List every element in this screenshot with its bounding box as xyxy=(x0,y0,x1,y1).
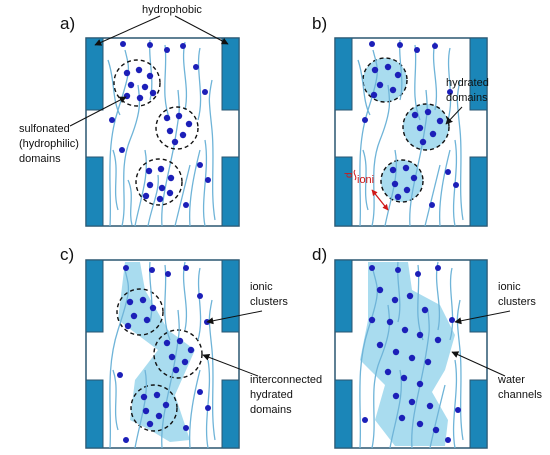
ionic-label-d: ionic xyxy=(498,281,521,293)
hydrophobic-block xyxy=(85,37,104,111)
hydrophobic-block xyxy=(334,379,353,449)
sulfonated-label: sulfonated xyxy=(19,123,70,135)
hydrated-label: hydrated xyxy=(446,77,489,89)
hydrophobic-block xyxy=(221,379,240,449)
hydrophobic-block xyxy=(469,259,488,333)
ions xyxy=(109,41,211,208)
interconnected-water xyxy=(118,262,195,442)
domains-label: domains xyxy=(19,153,61,165)
hydrophilic-domains xyxy=(113,59,199,206)
ion-spacing-label: ioni xyxy=(357,174,374,186)
spacing-d-label: d xyxy=(344,172,355,178)
panel-c-frame xyxy=(85,259,240,449)
ionic-cluster xyxy=(116,288,164,336)
panel-a: a) xyxy=(19,4,240,227)
hydrophobic-block xyxy=(85,379,104,449)
hydrophobic-label: hydrophobic xyxy=(142,4,202,16)
panel-d-letter: d) xyxy=(312,245,327,264)
interconnected-label: interconnected xyxy=(250,374,322,386)
clusters-label: clusters xyxy=(250,296,288,308)
channels-label: channels xyxy=(498,389,543,401)
sulfonated-domain xyxy=(113,59,161,107)
hydrated-domains-label: domains xyxy=(446,92,488,104)
hydrophilic-label: (hydrophilic) xyxy=(19,138,79,150)
sulfonated-domain xyxy=(155,106,199,150)
hydrophobic-block xyxy=(334,259,353,333)
hydrophobic-block xyxy=(334,37,353,111)
panel-a-letter: a) xyxy=(60,14,75,33)
hydrophobic-block xyxy=(85,156,104,227)
ionic-label: ionic xyxy=(250,281,273,293)
clusters-label-d: clusters xyxy=(498,296,536,308)
hydrated-domain xyxy=(380,159,424,203)
panel-a-blocks xyxy=(85,37,240,227)
hydrophobic-block xyxy=(469,37,488,111)
panel-d-frame xyxy=(334,259,488,449)
panel-b-frame xyxy=(334,37,488,227)
panel-d: d) xyxy=(312,245,543,449)
water-label: water xyxy=(497,374,525,386)
ionic-cluster xyxy=(153,329,203,379)
panel-b-letter: b) xyxy=(312,14,327,33)
panel-a-frame xyxy=(85,37,240,227)
panel-c: c) xyxy=(60,245,322,449)
hydrophobic-block xyxy=(85,259,104,333)
hydrated-label-c: hydrated xyxy=(250,389,293,401)
water-channel xyxy=(360,262,455,446)
hydrophobic-block xyxy=(334,156,353,227)
panel-c-letter: c) xyxy=(60,245,74,264)
panel-b: b) xyxy=(312,14,489,227)
hydrophobic-block xyxy=(221,37,240,111)
hydrophobic-block xyxy=(469,156,488,227)
hydrophobic-block xyxy=(469,379,488,449)
hydrophobic-block xyxy=(221,156,240,227)
domains-label-c: domains xyxy=(250,404,292,416)
hydrophobic-block xyxy=(221,259,240,333)
ionic-cluster xyxy=(130,384,178,432)
sulfonated-domain xyxy=(135,158,183,206)
